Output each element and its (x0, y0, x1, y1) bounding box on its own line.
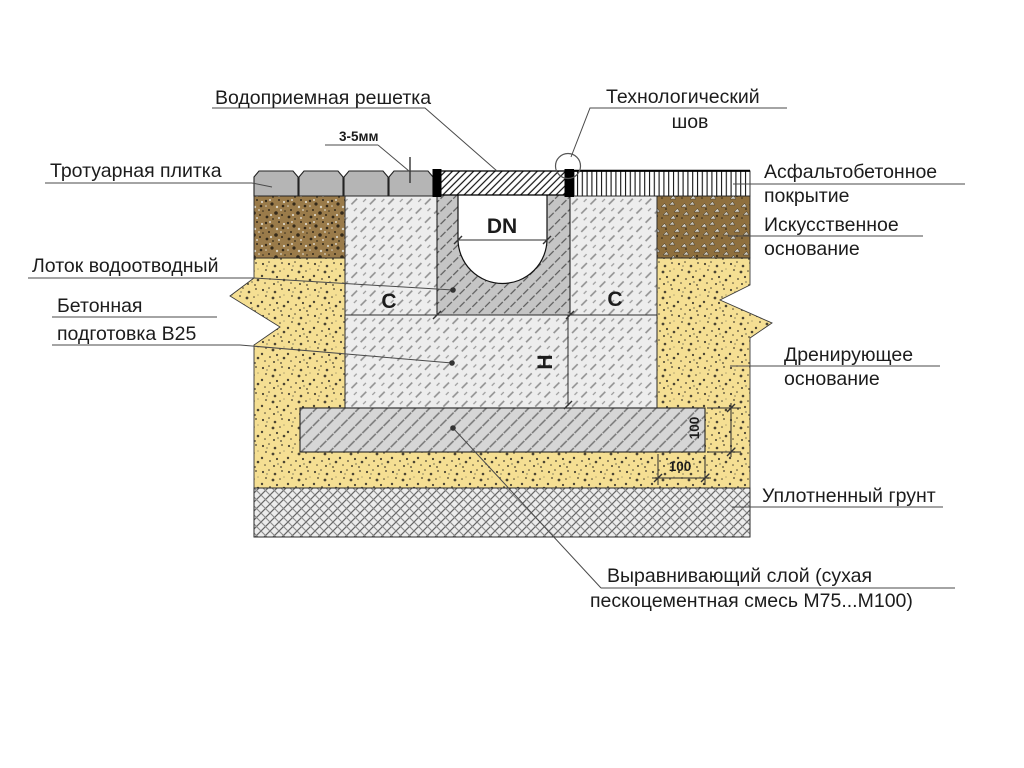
callout-gap: 3-5мм (325, 129, 411, 183)
callout-drainage-base-line2: основание (784, 368, 880, 390)
leader-grate (212, 107, 498, 172)
dim-c-right: C (607, 288, 622, 311)
leader-drain-channel (28, 277, 456, 293)
callout-asphalt-line2: покрытие (764, 185, 849, 207)
water-intake-grate (439, 170, 567, 196)
dimension-dn: DN (453, 215, 552, 245)
callout-grate-label: Водоприемная решетка (215, 87, 431, 109)
layer-leveling-slab (299, 407, 706, 453)
callout-drain-channel-label: Лоток водоотводный (32, 255, 218, 277)
layer-compacted-soil (253, 487, 751, 538)
callout-leveling-layer-line1: Выравнивающий слой (сухая (607, 565, 872, 587)
callout-asphalt-line1: Асфальтобетонное (764, 161, 937, 183)
tile (343, 170, 389, 197)
leader-tech-seam (570, 107, 787, 158)
layer-asphalt (573, 170, 751, 197)
callout-tech-seam-line1: Технологический (606, 86, 760, 108)
dimension-slab-overhang: 100 (652, 454, 711, 485)
dim-100-horizontal: 100 (669, 459, 692, 474)
layer-artificial-base-left (253, 195, 346, 259)
callout-concrete-bed-line2: подготовка В25 (57, 323, 196, 345)
callout-leveling-layer-line2: пескоцементная смесь М75...М100) (590, 590, 913, 612)
layer-artificial-base-right (656, 195, 751, 259)
gap-label: 3-5мм (339, 129, 379, 144)
dim-100-vertical: 100 (687, 417, 702, 440)
leader-concrete-bed (52, 316, 455, 366)
dimension-slab-thickness: 100 (687, 403, 741, 457)
dim-h-label: H (534, 354, 557, 369)
callout-paving-tiles-label: Тротуарная плитка (50, 160, 222, 182)
dim-dn-label: DN (487, 215, 517, 238)
channel-edge-rail-right (564, 169, 574, 197)
callout-artificial-base-line2: основание (764, 238, 860, 260)
leader-paving-tiles (45, 182, 273, 188)
callout-artificial-base-line1: Искусственное (764, 214, 899, 236)
leader-leveling-layer (450, 425, 955, 589)
paving-tiles (253, 170, 434, 197)
tile (253, 170, 299, 197)
callout-compacted-soil-label: Уплотненный грунт (762, 485, 936, 507)
channel-edge-rail-left (432, 169, 442, 197)
tile (388, 170, 434, 197)
callout-concrete-bed-line1: Бетонная (57, 295, 143, 317)
callout-drainage-base-line1: Дренирующее (784, 344, 913, 366)
dim-c-left: C (381, 290, 396, 313)
callout-tech-seam-line2: шов (672, 111, 709, 133)
tech-seam-marker-circle (554, 152, 582, 180)
tile (298, 170, 344, 197)
channel-cavity (457, 193, 548, 285)
